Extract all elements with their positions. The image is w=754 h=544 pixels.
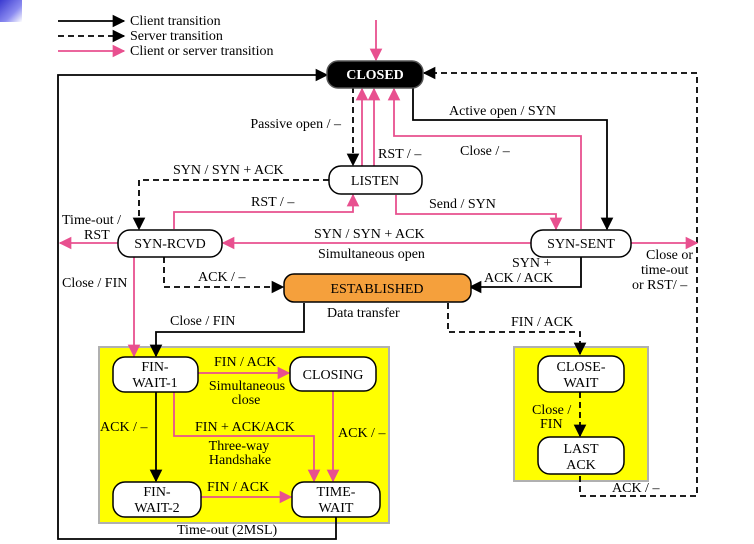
state-fin-wait-1: FIN- WAIT-1	[112, 356, 199, 393]
synsent-established-arrow	[468, 257, 582, 294]
label-simultaneous-open: Simultaneous open	[318, 247, 425, 262]
state-listen-label: LISTEN	[351, 174, 399, 189]
label-send-syn: Send / SYN	[429, 197, 496, 212]
synsent-close-arrow	[387, 87, 582, 229]
lastack-ack-arrow	[422, 66, 698, 497]
label-ack-dash-closing: ACK / –	[338, 426, 386, 441]
state-closing-label: CLOSING	[303, 368, 364, 383]
listen-synrcvd-arrow	[132, 179, 329, 231]
state-time-wait-line2: WAIT	[319, 501, 354, 516]
label-close-fin-left: Close / FIN	[62, 276, 127, 291]
label-rst-closed: RST / –	[378, 147, 422, 162]
transitions	[57, 20, 699, 540]
state-closed: CLOSED	[326, 60, 424, 89]
state-time-wait: TIME- WAIT	[291, 481, 381, 518]
synrcvd-established-arrow	[163, 257, 285, 294]
state-established-label: ESTABLISHED	[331, 282, 424, 297]
state-time-wait-line1: TIME-	[317, 485, 356, 500]
state-listen: LISTEN	[328, 165, 423, 195]
state-syn-rcvd-label: SYN-RCVD	[134, 237, 206, 252]
synrcvd-rst-arrow	[173, 193, 360, 229]
label-close-timeout-3: or RST/ –	[632, 278, 688, 293]
slide-corner-mark	[0, 0, 22, 22]
state-syn-sent-label: SYN-SENT	[547, 237, 615, 252]
label-simultaneous-close-2: close	[232, 393, 261, 408]
label-fin-ack-fw2: FIN / ACK	[207, 480, 269, 495]
transition-labels: Passive open / – Active open / SYN RST /…	[62, 104, 693, 538]
state-closed-label: CLOSED	[346, 68, 404, 83]
finwait1-timewait-arrow	[173, 392, 321, 483]
label-close-timeout-2: time-out	[641, 263, 689, 278]
label-active-open: Active open / SYN	[449, 104, 556, 119]
label-timeout-rst-2: RST	[84, 228, 110, 243]
label-fin-ack-right: FIN / ACK	[511, 315, 573, 330]
legend-client: Client transition	[130, 14, 221, 29]
state-fin-wait-1-line1: FIN-	[141, 360, 169, 375]
label-close-listen: Close / –	[460, 144, 511, 159]
state-close-wait-line2: WAIT	[564, 376, 599, 391]
label-fin-ack-ack: FIN + ACK/ACK	[195, 420, 295, 435]
active-open-arrow	[412, 80, 614, 231]
state-fin-wait-2: FIN- WAIT-2	[112, 481, 202, 518]
label-ack-dash-last: ACK / –	[612, 481, 660, 496]
label-simultaneous-close-1: Simultaneous	[209, 379, 285, 394]
label-ack-dash-fw1: ACK / –	[100, 420, 148, 435]
label-syn-plus-ack-1: SYN +	[512, 256, 552, 271]
state-last-ack-line1: LAST	[564, 442, 599, 457]
label-syn-plus-ack-2: ACK / ACK	[484, 271, 553, 286]
label-ack-dash: ACK / –	[198, 270, 246, 285]
state-fin-wait-1-line2: WAIT-1	[132, 376, 177, 391]
listen-send-arrow	[395, 195, 563, 231]
state-close-wait: CLOSE- WAIT	[537, 355, 625, 393]
state-fin-wait-2-line2: WAIT-2	[134, 501, 179, 516]
label-syn-synack: SYN / SYN + ACK	[173, 163, 284, 178]
label-close-fin-center: Close / FIN	[170, 314, 235, 329]
state-last-ack: LAST ACK	[537, 436, 625, 475]
legend-both: Client or server transition	[130, 44, 273, 59]
state-last-ack-line2: ACK	[566, 458, 596, 473]
timeout-2msl-arrow	[57, 68, 337, 540]
state-syn-sent: SYN-SENT	[530, 229, 632, 258]
state-close-wait-line1: CLOSE-	[557, 360, 606, 375]
label-data-transfer: Data transfer	[327, 306, 400, 321]
state-fin-wait-2-line1: FIN-	[143, 485, 171, 500]
label-syn-synack-sim: SYN / SYN + ACK	[314, 227, 425, 242]
legend: Client transition Server transition Clie…	[58, 14, 273, 59]
established-finwait1-arrow	[149, 303, 305, 358]
label-close-timeout-1: Close or	[646, 248, 693, 263]
label-rst-listen: RST / –	[251, 195, 295, 210]
label-close-fin-cw-1: Close /	[532, 403, 571, 418]
label-close-fin-cw-2: FIN	[540, 417, 563, 432]
label-three-way-2: Handshake	[209, 453, 271, 468]
label-timeout-2msl: Time-out (2MSL)	[177, 523, 278, 538]
legend-server: Server transition	[130, 29, 223, 44]
state-established: ESTABLISHED	[283, 273, 472, 303]
state-syn-rcvd: SYN-RCVD	[117, 229, 223, 258]
established-closewait-arrow	[447, 303, 587, 356]
label-timeout-rst-1: Time-out /	[62, 213, 121, 228]
label-three-way-1: Three-way	[209, 439, 270, 454]
state-closing: CLOSING	[289, 356, 377, 392]
label-passive-open: Passive open / –	[250, 117, 342, 132]
label-fin-ack-closing: FIN / ACK	[214, 355, 276, 370]
